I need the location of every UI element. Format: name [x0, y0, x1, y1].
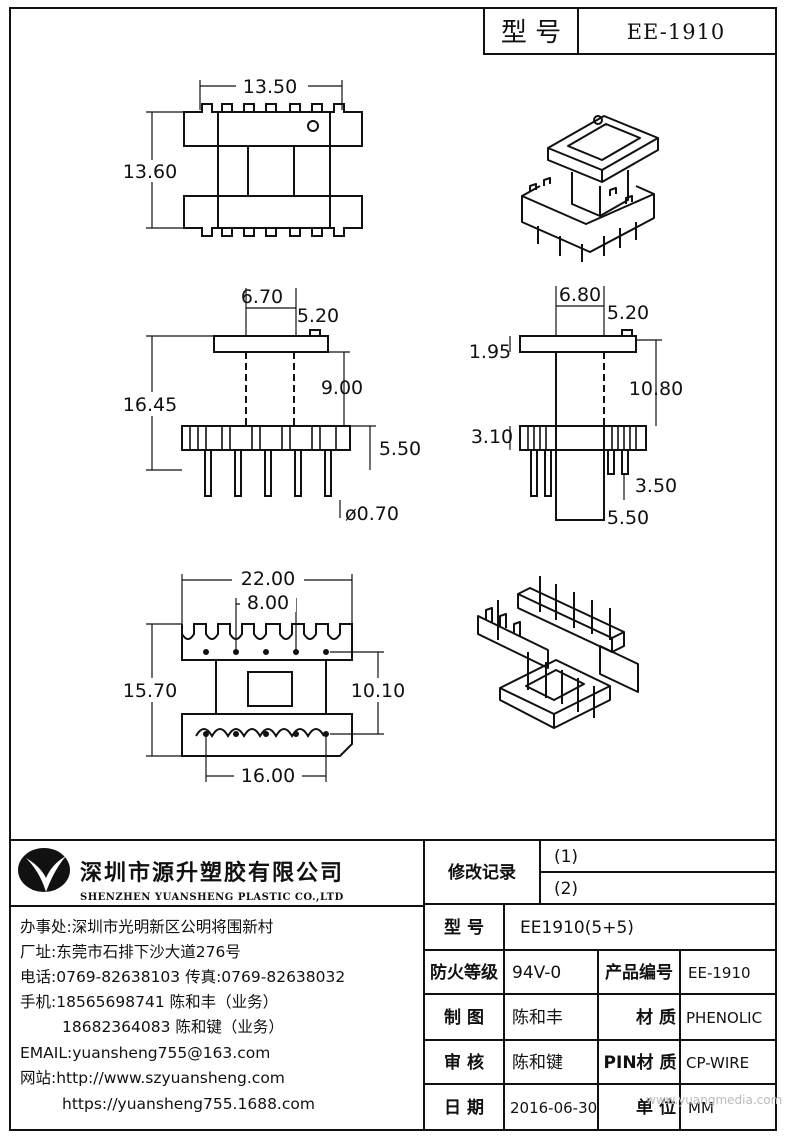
product-no-label: 产品编号: [605, 962, 673, 983]
unit-value: MM: [688, 1099, 714, 1117]
spec-model-label: 型 号: [444, 917, 484, 938]
dim-top-height: 13.60: [123, 161, 177, 183]
pin-material-label: PIN材 质: [604, 1052, 677, 1073]
material-label: 材 质: [636, 1007, 676, 1028]
office-address: 办事处:深圳市光明新区公明将围新村: [20, 918, 273, 936]
dim-side-base: 3.10: [471, 426, 513, 448]
date-label: 日 期: [444, 1098, 484, 1118]
reviewed-by-value: 陈和键: [512, 1053, 563, 1073]
phone-fax: 电话:0769-82638103 传真:0769-82638032: [20, 968, 345, 986]
factory-address: 厂址:东莞市石排下沙大道276号: [20, 943, 241, 961]
revision-2: (2): [554, 879, 578, 899]
dim-side-core: 6.80: [559, 284, 601, 306]
info-panel-lines: [10, 839, 776, 1130]
dim-side-inner: 5.20: [607, 302, 649, 324]
dim-bottom-total-height: 15.70: [123, 680, 177, 702]
dim-front-pin-length: 5.50: [379, 438, 421, 460]
dim-bottom-pitch: 8.00: [247, 592, 289, 614]
spec-model-value: EE1910(5+5): [520, 918, 634, 938]
drawn-by-value: 陈和丰: [512, 1008, 563, 1028]
dim-side-pin-offset: 3.50: [635, 475, 677, 497]
bottom-view: [146, 574, 384, 782]
mobile-1: 手机:18565698741 陈和丰（业务）: [20, 993, 278, 1011]
fire-rating-value: 94V-0: [512, 963, 561, 983]
title-block: 型 号 EE-1910: [483, 7, 777, 55]
company-name-en: SHENZHEN YUANSHENG PLASTIC CO.,LTD: [80, 892, 344, 903]
dim-bottom-total-width: 22.00: [241, 568, 295, 590]
top-view: [146, 80, 363, 237]
reviewed-by-label: 审 核: [444, 1052, 484, 1073]
side-view: [509, 286, 662, 521]
dim-front-inner: 5.20: [297, 305, 339, 327]
website-2: https://yuansheng755.1688.com: [62, 1095, 315, 1113]
front-view: [146, 288, 376, 518]
company-logo: [18, 848, 70, 892]
iso-view-top: [521, 115, 659, 262]
dim-side-column: 10.80: [629, 378, 683, 400]
dim-top-width: 13.50: [243, 76, 297, 98]
dim-front-core: 6.70: [241, 286, 283, 308]
dim-front-height: 16.45: [123, 394, 177, 416]
email: EMAIL:yuansheng755@163.com: [20, 1044, 270, 1062]
drawn-by-label: 制 图: [444, 1007, 484, 1028]
dim-side-flange: 1.95: [469, 341, 511, 363]
iso-view-bottom: [477, 576, 639, 729]
dim-front-column: 9.00: [321, 377, 363, 399]
revision-label: 修改记录: [447, 862, 516, 883]
revision-1: (1): [554, 847, 578, 867]
fire-rating-label: 防火等级: [430, 962, 498, 983]
model-value: EE-1910: [627, 20, 726, 44]
sheet-border: [9, 7, 777, 1131]
pin-material-value: CP-WIRE: [686, 1054, 749, 1072]
date-value: 2016-06-30: [510, 1099, 597, 1117]
dim-bottom-row-spacing: 10.10: [351, 680, 405, 702]
watermark: www.yuangmedia.com: [646, 1093, 782, 1107]
dim-pin-diameter: ø0.70: [345, 503, 399, 525]
website-1: 网站:http://www.szyuansheng.com: [20, 1069, 285, 1087]
unit-label: 单 位: [636, 1097, 676, 1118]
model-label: 型 号: [501, 18, 561, 48]
dim-bottom-pin-span: 16.00: [241, 765, 295, 787]
company-name-cn: 深圳市源升塑胶有限公司: [80, 860, 344, 886]
dim-side-bottom: 5.50: [607, 507, 649, 529]
material-value: PHENOLIC: [686, 1009, 762, 1027]
product-no-value: EE-1910: [688, 964, 751, 982]
mobile-2: 18682364083 陈和键（业务）: [62, 1018, 284, 1036]
